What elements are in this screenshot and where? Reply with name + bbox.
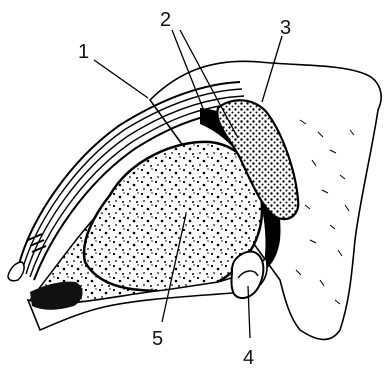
callout-5: 5 bbox=[152, 328, 163, 350]
bone-dark-base bbox=[30, 282, 83, 310]
callout-2: 2 bbox=[160, 9, 171, 31]
synovial-pouch bbox=[232, 252, 264, 298]
callout-3: 3 bbox=[280, 17, 291, 39]
callout-4: 4 bbox=[243, 347, 254, 369]
callout-1: 1 bbox=[78, 41, 89, 63]
